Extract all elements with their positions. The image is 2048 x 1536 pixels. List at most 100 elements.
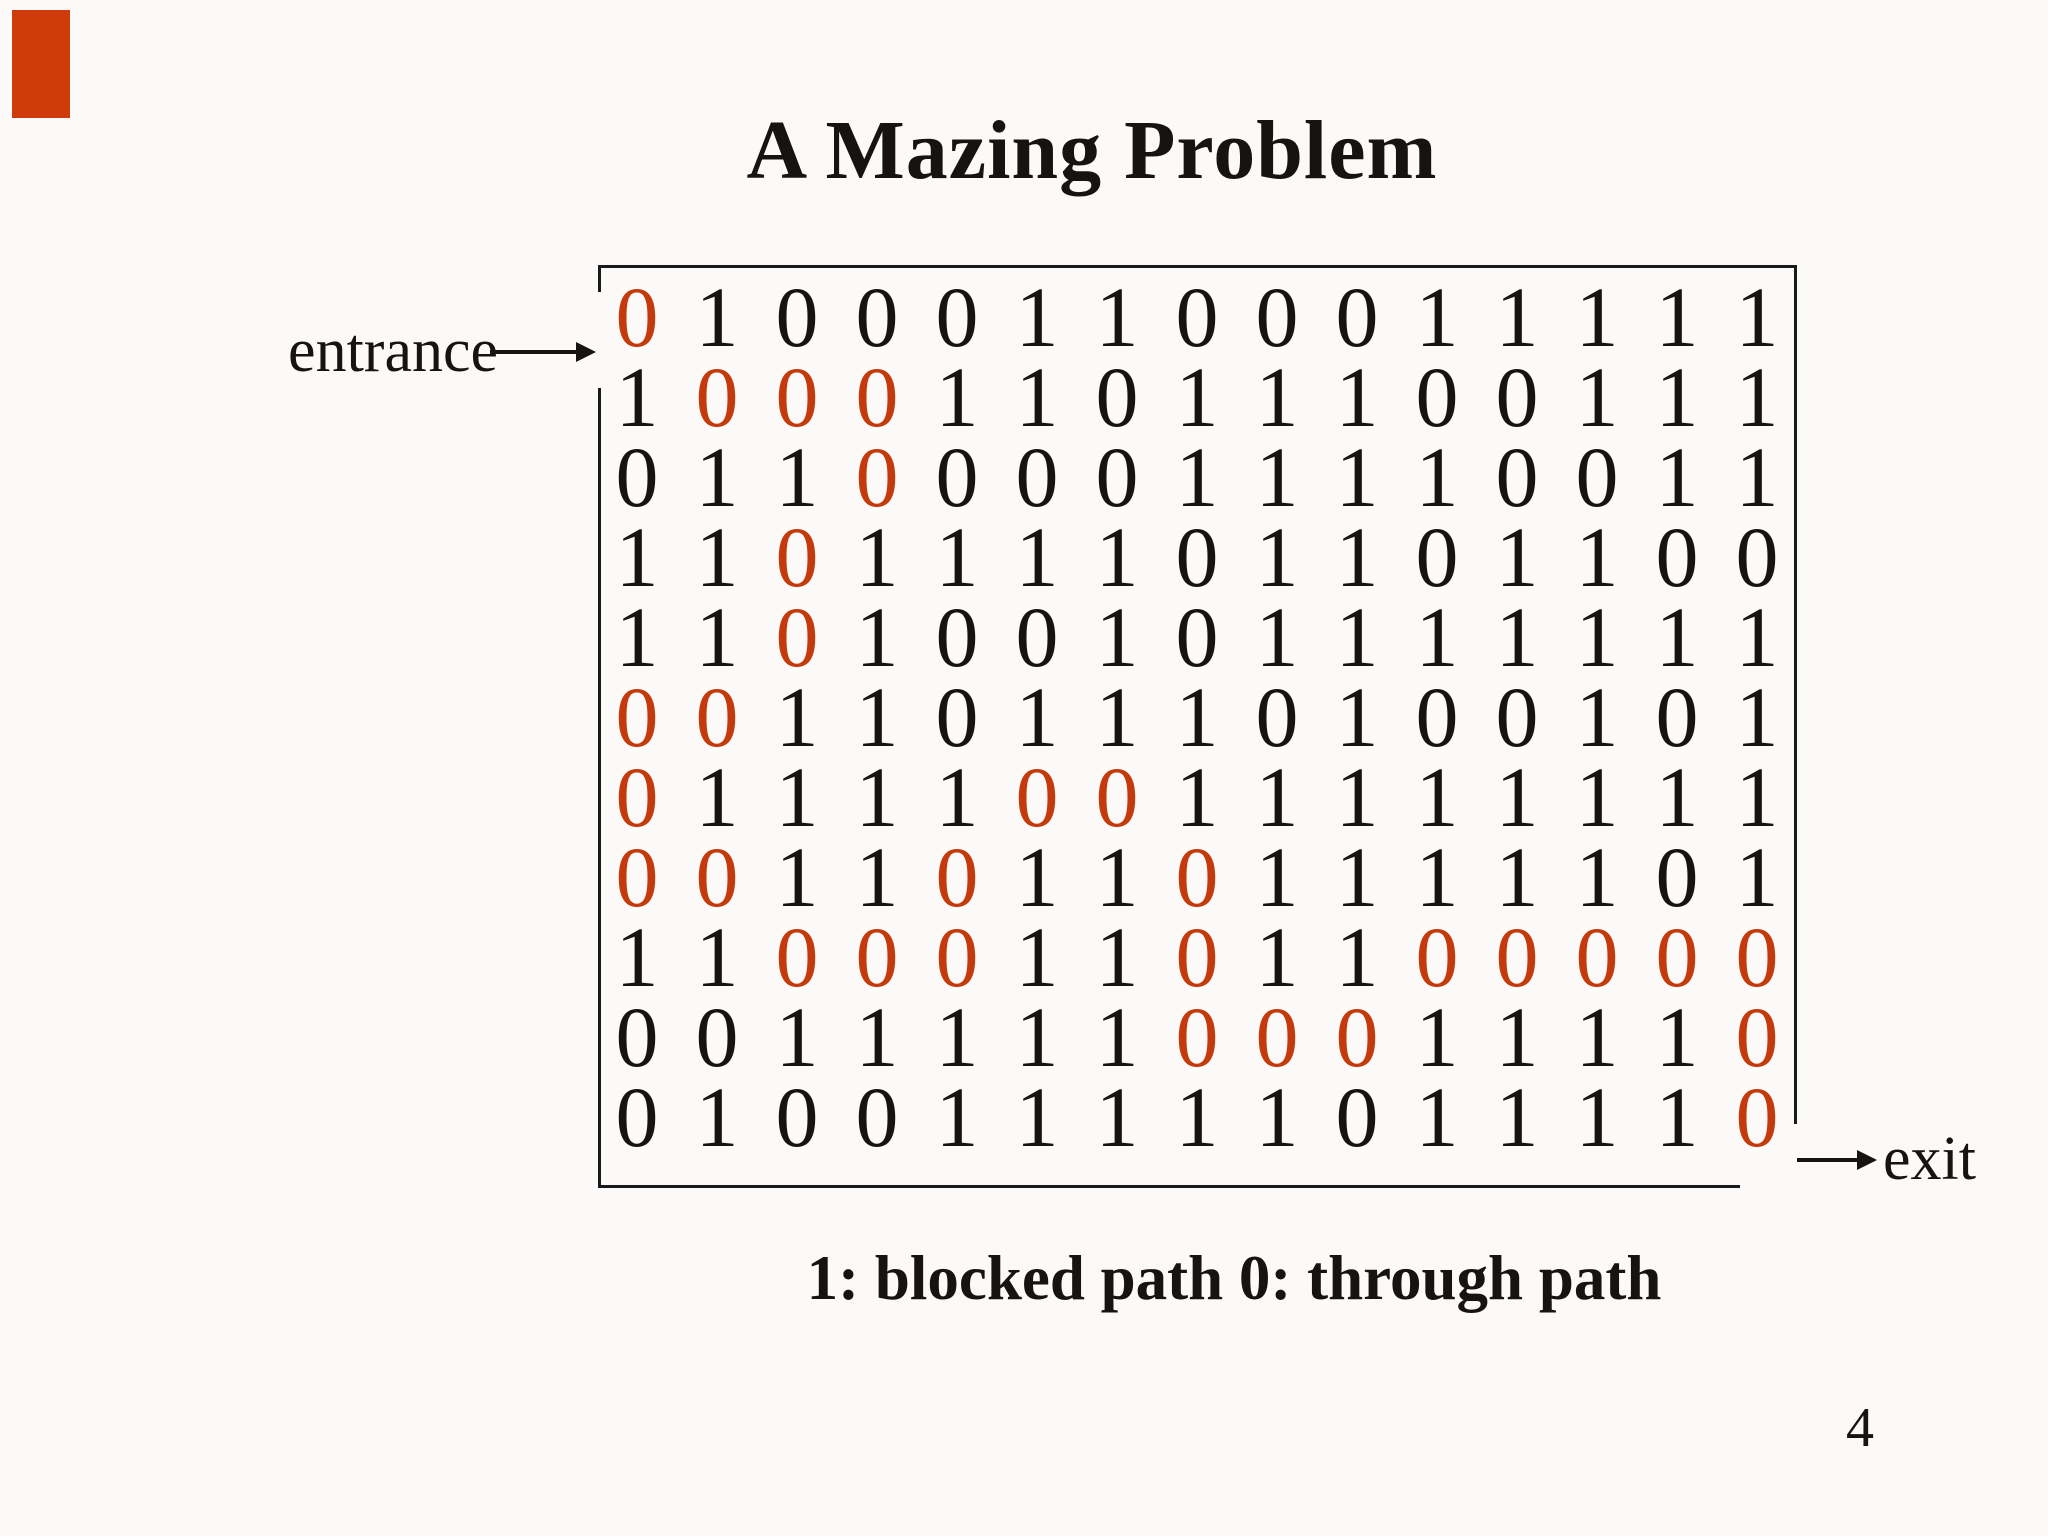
- maze-cell: 1: [1655, 269, 1699, 365]
- maze-cell: 1: [1175, 429, 1219, 525]
- maze-cell: 0: [1255, 269, 1299, 365]
- maze-cell: 1: [1655, 349, 1699, 445]
- exit-label: exit: [1883, 1125, 1976, 1193]
- maze-cell: 1: [1175, 749, 1219, 845]
- maze-cell: 0: [775, 509, 819, 605]
- maze-cell: 1: [1095, 909, 1139, 1005]
- maze-cell: 1: [775, 429, 819, 525]
- maze-cell: 1: [935, 509, 979, 605]
- maze-cell: 0: [1655, 909, 1699, 1005]
- maze-cell: 0: [1495, 349, 1539, 445]
- maze-cell: 1: [1655, 589, 1699, 685]
- maze-cell: 0: [1735, 909, 1779, 1005]
- maze-cell: 1: [1015, 1069, 1059, 1165]
- maze-cell: 1: [1575, 669, 1619, 765]
- maze-cell: 0: [1655, 829, 1699, 925]
- maze-cell: 1: [1335, 349, 1379, 445]
- maze-cell: 0: [775, 349, 819, 445]
- maze-cell: 0: [1415, 909, 1459, 1005]
- maze-cell: 1: [1095, 829, 1139, 925]
- maze-cell: 1: [695, 509, 739, 605]
- maze-cell: 0: [695, 829, 739, 925]
- maze-cell: 0: [615, 669, 659, 765]
- maze-cell: 0: [1095, 429, 1139, 525]
- maze-cell: 1: [775, 829, 819, 925]
- maze-cell: 1: [855, 509, 899, 605]
- maze-cell: 1: [1495, 829, 1539, 925]
- maze-cell: 0: [1575, 909, 1619, 1005]
- maze-cell: 1: [1575, 589, 1619, 685]
- maze-cell: 1: [1735, 829, 1779, 925]
- maze-border-left-upper: [598, 265, 601, 292]
- maze-cell: 1: [855, 749, 899, 845]
- maze-cell: 1: [1415, 589, 1459, 685]
- page-title: A Mazing Problem: [746, 104, 1438, 197]
- maze-cell: 1: [935, 749, 979, 845]
- maze-cell: 0: [1495, 909, 1539, 1005]
- maze-cell: 1: [855, 989, 899, 1085]
- maze-cell: 1: [1655, 1069, 1699, 1165]
- maze-cell: 1: [1415, 829, 1459, 925]
- maze-cell: 1: [1655, 749, 1699, 845]
- maze-cell: 1: [1495, 509, 1539, 605]
- maze-cell: 1: [1335, 749, 1379, 845]
- maze-cell: 1: [1575, 269, 1619, 365]
- maze-cell: 1: [695, 589, 739, 685]
- entrance-label: entrance: [288, 317, 498, 385]
- maze-cell: 0: [935, 429, 979, 525]
- maze-cell: 1: [1415, 989, 1459, 1085]
- maze-cell: 1: [1015, 669, 1059, 765]
- maze-cell: 1: [1415, 429, 1459, 525]
- maze-cell: 1: [1335, 589, 1379, 685]
- maze-cell: 0: [1335, 1069, 1379, 1165]
- maze-cell: 0: [855, 1069, 899, 1165]
- maze-cell: 1: [1735, 669, 1779, 765]
- maze-cell: 1: [1495, 1069, 1539, 1165]
- maze-cell: 0: [1335, 269, 1379, 365]
- maze-cell: 0: [1415, 509, 1459, 605]
- maze-cell: 1: [1175, 669, 1219, 765]
- maze-cell: 0: [615, 829, 659, 925]
- maze-cell: 1: [1255, 749, 1299, 845]
- maze-cell: 0: [935, 909, 979, 1005]
- maze-cell: 1: [1575, 509, 1619, 605]
- maze-cell: 0: [1335, 989, 1379, 1085]
- maze-cell: 1: [1335, 429, 1379, 525]
- maze-cell: 0: [695, 349, 739, 445]
- maze-cell: 0: [775, 269, 819, 365]
- maze-cell: 0: [935, 589, 979, 685]
- maze-cell: 0: [1015, 749, 1059, 845]
- maze-cell: 0: [615, 749, 659, 845]
- maze-cell: 1: [1255, 589, 1299, 685]
- maze-cell: 1: [1495, 269, 1539, 365]
- maze-cell: 0: [935, 669, 979, 765]
- maze-cell: 1: [1255, 1069, 1299, 1165]
- maze-cell: 1: [1495, 589, 1539, 685]
- maze-cell: 1: [775, 749, 819, 845]
- legend-caption: 1: blocked path 0: through path: [806, 1243, 1662, 1313]
- maze-border-left-lower: [598, 388, 601, 1188]
- maze-cell: 0: [615, 269, 659, 365]
- maze-cell: 1: [1735, 589, 1779, 685]
- maze-cell: 0: [1175, 509, 1219, 605]
- maze-cell: 0: [1735, 509, 1779, 605]
- maze-cell: 1: [1095, 1069, 1139, 1165]
- slide-corner-marker: [12, 10, 70, 118]
- maze-border-bottom: [598, 1185, 1740, 1188]
- maze-cell: 0: [1495, 429, 1539, 525]
- maze-cell: 1: [1575, 349, 1619, 445]
- maze-cell: 1: [1095, 509, 1139, 605]
- maze-cell: 1: [1255, 909, 1299, 1005]
- page-number: 4: [1846, 1397, 1874, 1459]
- maze-cell: 0: [1255, 989, 1299, 1085]
- maze-cell: 1: [1095, 589, 1139, 685]
- maze-cell: 1: [1575, 989, 1619, 1085]
- maze-cell: 0: [1255, 669, 1299, 765]
- maze-cell: 0: [1015, 429, 1059, 525]
- maze-cell: 1: [1495, 989, 1539, 1085]
- maze-border-top: [598, 265, 1797, 268]
- maze-cell: 1: [1735, 749, 1779, 845]
- maze-cell: 0: [855, 269, 899, 365]
